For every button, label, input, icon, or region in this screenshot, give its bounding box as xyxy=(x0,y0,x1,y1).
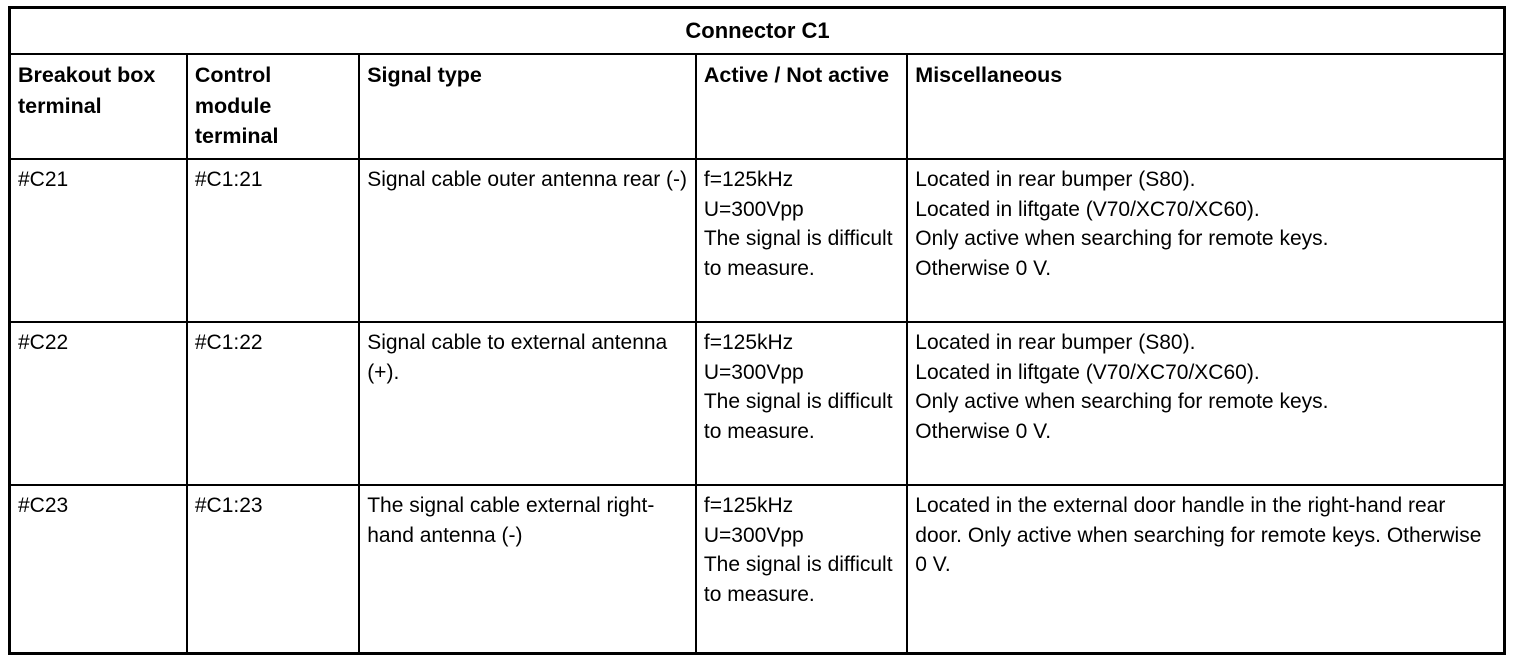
cell-module-terminal: #C1:22 xyxy=(185,320,361,486)
cell-text: Signal cable outer antenna rear (-) xyxy=(367,167,688,191)
cell-text: Located in the external door handle in t… xyxy=(915,493,1482,577)
cell-signal-type: Signal cable outer antenna rear (-) xyxy=(358,157,697,323)
table-row: #C21 #C1:21 Signal cable outer antenna r… xyxy=(8,157,1506,323)
cell-text: Located in rear bumper (S80). Located in… xyxy=(915,330,1329,444)
cell-text: The signal cable external right-hand ant… xyxy=(367,493,655,547)
cell-text: #C23 xyxy=(18,493,69,517)
column-header-control-module-terminal: Control module terminal xyxy=(185,53,361,160)
cell-active-not-active: f=125kHz U=300Vpp The signal is difficul… xyxy=(694,483,909,655)
cell-text: f=125kHz U=300Vpp The signal is difficul… xyxy=(703,330,893,444)
column-header-active-not-active: Active / Not active xyxy=(694,53,909,160)
cell-module-terminal: #C1:21 xyxy=(185,157,361,323)
table-title-row: Connector C1 xyxy=(9,7,1505,56)
cell-breakout-terminal: #C21 xyxy=(8,157,188,323)
cell-miscellaneous: Located in the external door handle in t… xyxy=(906,483,1506,655)
cell-text: #C1:21 xyxy=(194,167,263,191)
column-header-miscellaneous: Miscellaneous xyxy=(906,53,1506,160)
cell-signal-type: Signal cable to external antenna (+). xyxy=(358,320,697,486)
cell-miscellaneous: Located in rear bumper (S80). Located in… xyxy=(906,157,1506,323)
column-header-breakout-box-terminal: Breakout box terminal xyxy=(8,53,188,160)
cell-text: #C22 xyxy=(18,330,69,354)
cell-text: Located in rear bumper (S80). Located in… xyxy=(915,167,1329,281)
table-row: #C22 #C1:22 Signal cable to external ant… xyxy=(8,320,1506,486)
cell-active-not-active: f=125kHz U=300Vpp The signal is difficul… xyxy=(694,157,909,323)
cell-active-not-active: f=125kHz U=300Vpp The signal is difficul… xyxy=(694,320,909,486)
cell-breakout-terminal: #C22 xyxy=(8,320,188,486)
cell-signal-type: The signal cable external right-hand ant… xyxy=(358,483,697,655)
table-row: #C23 #C1:23 The signal cable external ri… xyxy=(8,483,1506,655)
cell-text: f=125kHz U=300Vpp The signal is difficul… xyxy=(703,493,893,607)
table-title: Connector C1 xyxy=(9,7,1505,56)
cell-text: f=125kHz U=300Vpp The signal is difficul… xyxy=(703,167,893,281)
table-header-row: Breakout box terminal Control module ter… xyxy=(8,53,1506,160)
column-header-signal-type: Signal type xyxy=(358,53,697,160)
cell-breakout-terminal: #C23 xyxy=(8,483,188,655)
cell-text: #C1:22 xyxy=(194,330,263,354)
cell-miscellaneous: Located in rear bumper (S80). Located in… xyxy=(906,320,1506,486)
connector-c1-table: Connector C1 Breakout box terminal Contr… xyxy=(8,6,1506,655)
cell-text: #C21 xyxy=(18,167,69,191)
cell-module-terminal: #C1:23 xyxy=(185,483,361,655)
cell-text: #C1:23 xyxy=(194,493,263,517)
cell-text: Signal cable to external antenna (+). xyxy=(367,330,668,384)
